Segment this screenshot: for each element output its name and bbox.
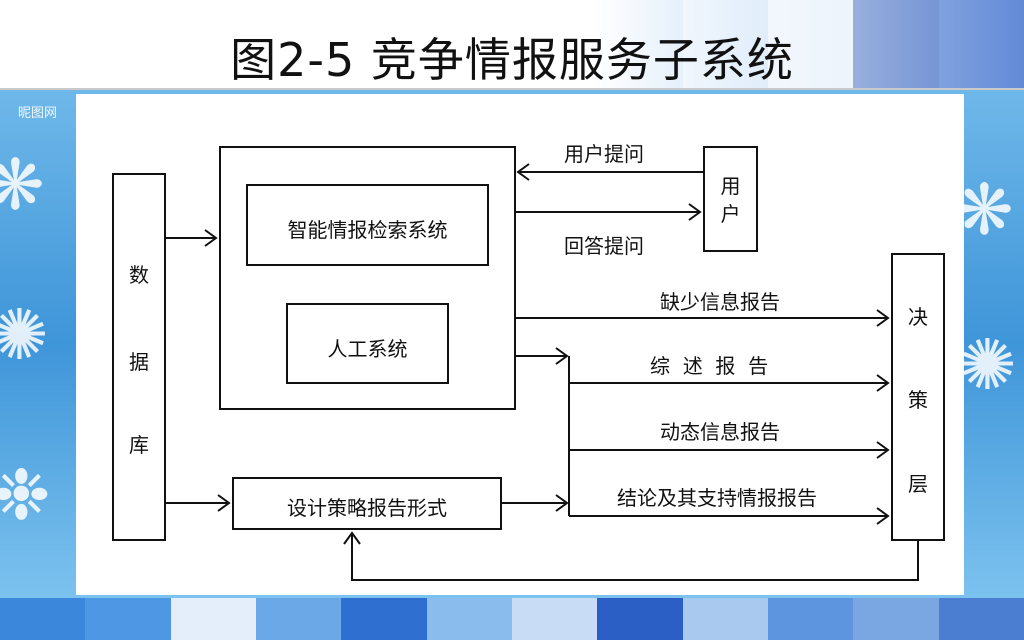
decision-box <box>891 253 945 541</box>
slide-title: 图2-5 竞争情报服务子系统 <box>230 33 794 87</box>
stripe-tile <box>767 598 854 640</box>
stripe-tile <box>682 598 768 640</box>
stripe-tile <box>85 598 171 640</box>
manual-system-label: 人工系统 <box>327 337 408 361</box>
diagram-panel <box>76 94 964 595</box>
database-label-1: 数 <box>129 263 149 287</box>
user-label-1: 用 <box>720 174 741 198</box>
decision-label-1: 决 <box>908 305 928 329</box>
snowflake-decoration: ❉ <box>0 454 51 536</box>
user-label-2: 户 <box>720 202 741 226</box>
report-conclusion-label: 结论及其支持情报报告 <box>617 486 817 510</box>
watermark: 昵图网 <box>18 106 58 121</box>
database-label-2: 据 <box>129 350 149 374</box>
title-band <box>0 0 1024 88</box>
answer-question-label: 回答提问 <box>564 234 644 258</box>
snowflake-decoration: ❋ <box>0 144 45 226</box>
stripe-tile <box>853 598 939 640</box>
report-missing-label: 缺少信息报告 <box>660 290 780 314</box>
snowflake-decoration: ❋ <box>955 169 1014 251</box>
report-dynamic-label: 动态信息报告 <box>660 420 780 444</box>
stripe-tile <box>511 598 598 640</box>
snowflake-decoration: ✺ <box>0 294 49 376</box>
manual-system-box <box>286 303 449 384</box>
stripe-tile <box>170 598 256 640</box>
design-form-label: 设计策略报告形式 <box>287 496 447 520</box>
stripe-tile <box>0 598 86 640</box>
report-summary-label: 综 述 报 告 <box>650 354 769 378</box>
decision-label-3: 层 <box>908 472 928 496</box>
snowflake-decoration: ✺ <box>958 324 1017 406</box>
bottom-stripe-band <box>0 598 1024 640</box>
decision-label-2: 策 <box>908 388 928 412</box>
design-form-box <box>232 477 502 530</box>
stripe-tile <box>938 598 1024 640</box>
title-divider <box>0 88 1024 90</box>
user-question-label: 用户提问 <box>564 142 644 166</box>
stripe-tile <box>341 598 427 640</box>
database-label-3: 库 <box>129 433 149 457</box>
stripe-tile <box>597 598 683 640</box>
database-box <box>112 173 166 541</box>
stripe-tile <box>255 598 342 640</box>
stripe-tile <box>426 598 512 640</box>
retrieval-system-box <box>246 184 489 266</box>
user-box <box>703 146 758 252</box>
retrieval-system-label: 智能情报检索系统 <box>287 218 448 242</box>
